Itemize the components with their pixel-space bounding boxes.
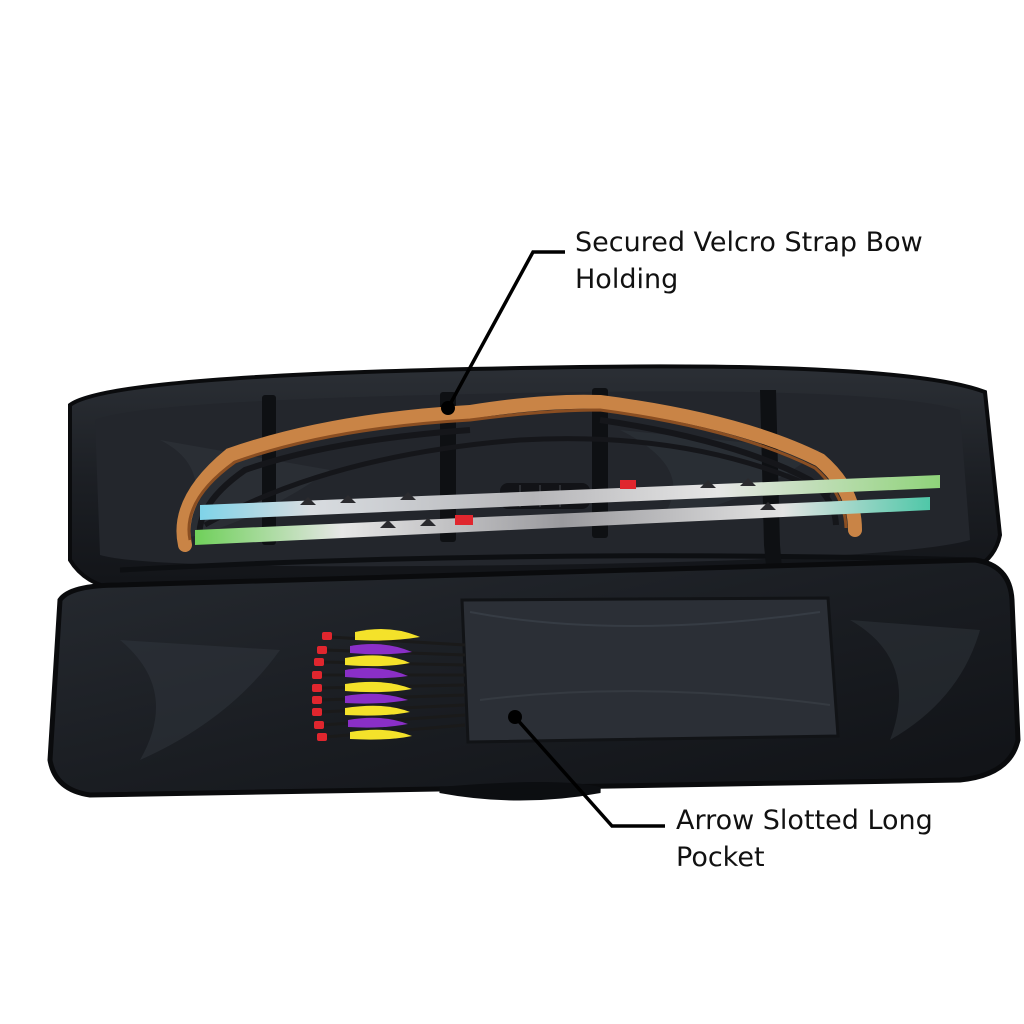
leader-line-arrow-pocket <box>513 715 665 828</box>
callout-arrow-pocket-line2: Pocket <box>676 842 765 873</box>
strap-1 <box>262 395 276 545</box>
callout-arrow-pocket: Arrow Slotted Long Pocket <box>676 802 933 876</box>
leader-dot-bow-strap <box>441 401 455 415</box>
callout-bow-strap-line1: Secured Velcro Strap Bow <box>575 227 923 258</box>
callout-arrow-pocket-line1: Arrow Slotted Long <box>676 805 933 836</box>
bow-limbs <box>195 475 940 545</box>
arrows-bundle <box>312 628 466 741</box>
callout-bow-strap: Secured Velcro Strap Bow Holding <box>575 224 923 298</box>
arrow-long-pocket <box>460 596 840 744</box>
leader-dot-arrow-pocket <box>508 710 522 724</box>
leader-lines <box>441 250 665 828</box>
callout-bow-strap-line2: Holding <box>575 264 679 295</box>
leader-line-bow-strap <box>446 250 565 409</box>
